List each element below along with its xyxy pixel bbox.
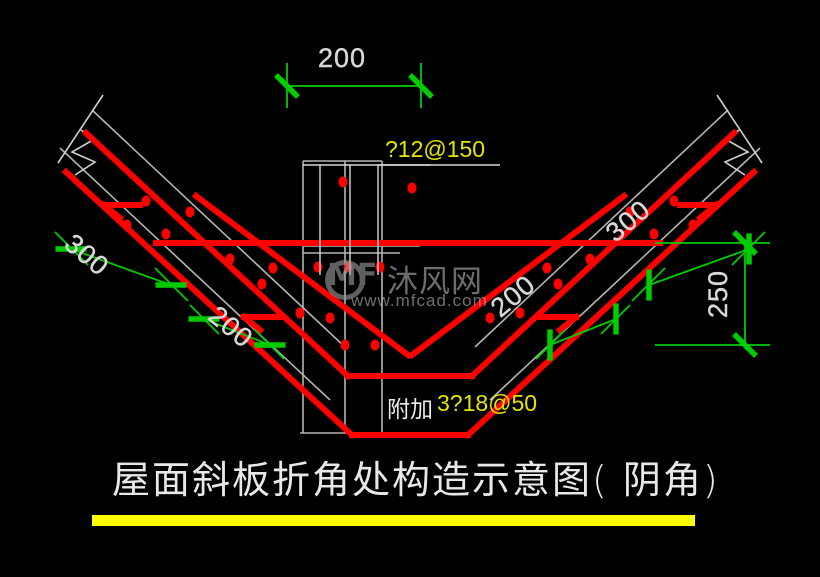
break-line-left bbox=[57, 94, 104, 176]
drawing-title: 屋面斜板折角处构造示意图( 阴角) bbox=[112, 458, 720, 502]
dimension-right-200 bbox=[534, 303, 631, 360]
dimension-left-200 bbox=[188, 303, 285, 360]
stirrup-leader-lines bbox=[303, 164, 500, 275]
extra-rebar-spec-label: 3?18@50 bbox=[437, 390, 538, 416]
break-line-right bbox=[716, 94, 763, 176]
watermark-ring-icon bbox=[325, 260, 365, 300]
watermark: MF 沐风网 www.mfcad.com bbox=[325, 258, 532, 310]
dimension-label-top-200: 200 bbox=[318, 43, 367, 73]
watermark-brand: 沐风网 bbox=[387, 264, 483, 300]
dimension-right-250 bbox=[655, 232, 770, 356]
rebar-hook bbox=[99, 200, 721, 335]
extra-rebar-prefix-label: 附加 bbox=[387, 396, 433, 422]
rebar-apex-bend bbox=[345, 373, 475, 438]
rebar-additional-v bbox=[191, 191, 629, 360]
stirrup-callout-label: ?12@150 bbox=[385, 136, 486, 162]
title-underline-bar bbox=[92, 515, 695, 526]
watermark-url: www.mfcad.com bbox=[351, 291, 488, 310]
dimension-left-300 bbox=[55, 232, 188, 301]
dimension-label-right-250: 250 bbox=[703, 269, 733, 318]
dimension-top-200 bbox=[276, 63, 432, 108]
watermark-logo: MF bbox=[327, 258, 378, 293]
rebar-section-dot bbox=[122, 176, 698, 351]
